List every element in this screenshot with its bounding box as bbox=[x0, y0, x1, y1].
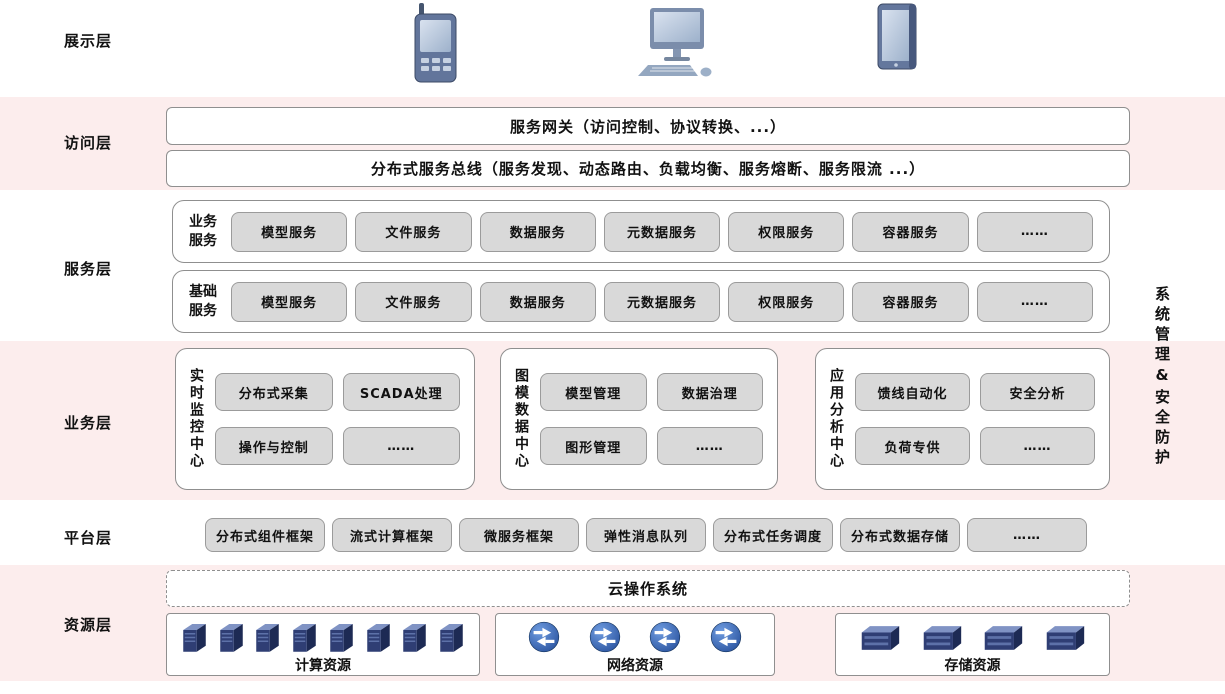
server-icon bbox=[219, 623, 243, 652]
storage-icon bbox=[862, 625, 900, 650]
tablet-icon bbox=[877, 3, 917, 70]
graph-model-data-grid: 模型管理 数据治理 图形管理 …… bbox=[540, 373, 763, 465]
service-node: 模型服务 bbox=[231, 211, 348, 252]
service-node: 数据服务 bbox=[479, 211, 596, 252]
platform-components-row: 分布式组件框架 流式计算框架 微服务框架 弹性消息队列 分布式任务调度 分布式数… bbox=[205, 518, 1087, 552]
router-icon bbox=[710, 621, 741, 653]
business-node: 分布式采集 bbox=[215, 373, 333, 411]
handheld-terminal-icon bbox=[414, 3, 457, 83]
service-node: 数据服务 bbox=[479, 281, 596, 322]
business-node: 模型管理 bbox=[540, 373, 647, 411]
storage-icon bbox=[1046, 625, 1084, 650]
platform-node: 微服务框架 bbox=[459, 518, 579, 552]
storage-icon bbox=[923, 625, 961, 650]
service-node: 元数据服务 bbox=[603, 281, 721, 322]
compute-resources-label: 计算资源 bbox=[295, 658, 351, 674]
business-node: 操作与控制 bbox=[215, 427, 333, 465]
basic-services-row: 模型服务 文件服务 数据服务 元数据服务 权限服务 容器服务 …… bbox=[231, 281, 1093, 322]
business-services-row: 模型服务 文件服务 数据服务 元数据服务 权限服务 容器服务 …… bbox=[231, 211, 1093, 252]
business-services-group-label: 业务服务 bbox=[189, 214, 217, 249]
server-icon bbox=[183, 623, 206, 652]
business-services-group: 业务服务 模型服务 文件服务 数据服务 元数据服务 权限服务 容器服务 …… bbox=[172, 200, 1110, 263]
network-resources-label: 网络资源 bbox=[607, 658, 663, 674]
service-node: 文件服务 bbox=[355, 281, 472, 322]
business-node-more: …… bbox=[656, 427, 763, 465]
service-node: 容器服务 bbox=[852, 211, 969, 252]
service-node: 文件服务 bbox=[355, 211, 472, 252]
server-icon bbox=[440, 623, 463, 652]
router-icon bbox=[649, 621, 681, 653]
service-gateway-box: 服务网关（访问控制、协议转换、...） bbox=[166, 107, 1130, 145]
service-node-more: …… bbox=[976, 281, 1093, 322]
network-resources-box: 网络资源 bbox=[495, 613, 775, 676]
service-gateway-label: 服务网关（访问控制、协议转换、...） bbox=[509, 117, 787, 136]
compute-resources-box: 计算资源 bbox=[166, 613, 480, 676]
platform-node: 分布式任务调度 bbox=[713, 518, 833, 552]
platform-node: 流式计算框架 bbox=[332, 518, 452, 552]
router-icon bbox=[589, 621, 620, 653]
cloud-os-box: 云操作系统 bbox=[166, 570, 1130, 607]
application-analysis-center: 应用分析中心 馈线自动化 安全分析 负荷专供 …… bbox=[815, 348, 1110, 490]
cloud-os-label: 云操作系统 bbox=[607, 580, 688, 598]
service-node: 元数据服务 bbox=[603, 211, 721, 252]
service-node: 权限服务 bbox=[728, 211, 845, 252]
platform-node: 弹性消息队列 bbox=[586, 518, 706, 552]
graph-model-data-center-label: 图模数据中心 bbox=[513, 368, 529, 470]
realtime-monitoring-center: 实时监控中心 分布式采集 SCADA处理 操作与控制 …… bbox=[175, 348, 475, 490]
server-icon bbox=[403, 623, 427, 652]
business-node: SCADA处理 bbox=[342, 373, 460, 411]
server-icon bbox=[330, 623, 353, 652]
platform-node: 分布式组件框架 bbox=[205, 518, 325, 552]
system-management-security-label: 系统管理&安全防护 bbox=[1153, 286, 1171, 469]
platform-node-more: …… bbox=[967, 518, 1087, 552]
realtime-monitoring-grid: 分布式采集 SCADA处理 操作与控制 …… bbox=[215, 373, 460, 465]
server-icon bbox=[366, 623, 390, 652]
router-icon bbox=[529, 621, 560, 653]
storage-icon bbox=[984, 625, 1023, 650]
desktop-computer-icon bbox=[638, 8, 712, 77]
compute-resources-icons bbox=[171, 616, 475, 658]
server-icon bbox=[256, 623, 280, 652]
graph-model-data-center: 图模数据中心 模型管理 数据治理 图形管理 …… bbox=[500, 348, 778, 490]
storage-resources-icons bbox=[840, 616, 1105, 658]
service-layer-label: 服务层 bbox=[64, 260, 113, 278]
business-node: 负荷专供 bbox=[855, 427, 970, 465]
network-resources-icons bbox=[500, 616, 770, 658]
storage-resources-box: 存储资源 bbox=[835, 613, 1110, 676]
business-node-more: …… bbox=[342, 427, 460, 465]
service-node: 权限服务 bbox=[728, 281, 845, 322]
presentation-layer-label: 展示层 bbox=[64, 32, 113, 50]
business-node-more: …… bbox=[980, 427, 1095, 465]
application-analysis-center-label: 应用分析中心 bbox=[828, 368, 844, 470]
business-node: 图形管理 bbox=[540, 427, 647, 465]
platform-layer-label: 平台层 bbox=[64, 529, 113, 547]
realtime-monitoring-center-label: 实时监控中心 bbox=[188, 368, 204, 470]
service-bus-box: 分布式服务总线（服务发现、动态路由、负载均衡、服务熔断、服务限流 ...） bbox=[166, 150, 1130, 187]
business-layer-label: 业务层 bbox=[64, 414, 113, 432]
basic-services-group-label: 基础服务 bbox=[189, 284, 217, 319]
service-node-more: …… bbox=[976, 211, 1093, 252]
storage-resources-label: 存储资源 bbox=[944, 658, 1001, 674]
server-icon bbox=[293, 623, 316, 652]
business-node: 数据治理 bbox=[656, 373, 763, 411]
service-node: 容器服务 bbox=[852, 281, 969, 322]
business-node: 安全分析 bbox=[980, 373, 1095, 411]
application-analysis-grid: 馈线自动化 安全分析 负荷专供 …… bbox=[855, 373, 1095, 465]
platform-node: 分布式数据存储 bbox=[840, 518, 960, 552]
service-node: 模型服务 bbox=[231, 281, 348, 322]
business-node: 馈线自动化 bbox=[855, 373, 970, 411]
basic-services-group: 基础服务 模型服务 文件服务 数据服务 元数据服务 权限服务 容器服务 …… bbox=[172, 270, 1110, 333]
resource-layer-label: 资源层 bbox=[64, 616, 113, 634]
service-bus-label: 分布式服务总线（服务发现、动态路由、负载均衡、服务熔断、服务限流 ...） bbox=[370, 160, 926, 178]
access-layer-label: 访问层 bbox=[64, 134, 113, 152]
